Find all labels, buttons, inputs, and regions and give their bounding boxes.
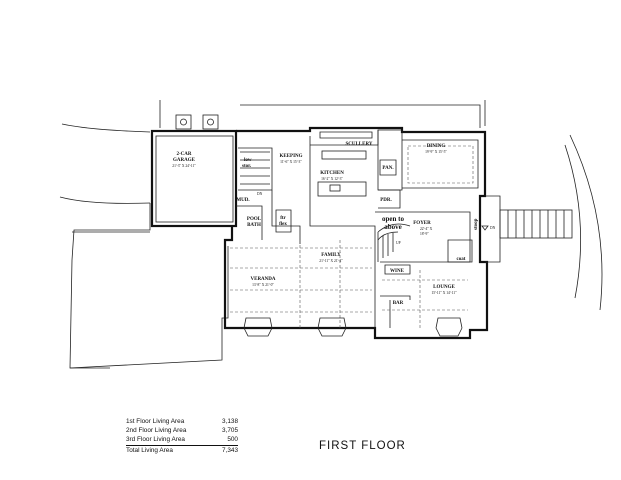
up-label: UP xyxy=(396,241,401,245)
area-row: 3rd Floor Living Area 500 xyxy=(126,435,238,444)
front-entry xyxy=(481,195,573,263)
kitchen-fixtures xyxy=(317,131,373,197)
coat-label: coat xyxy=(457,257,466,262)
area-total-value: 7,343 xyxy=(222,447,238,454)
kitchen-label: KITCHEN xyxy=(320,171,344,176)
bay-windows xyxy=(243,317,463,337)
veranda-label: VERANDA xyxy=(251,277,276,282)
keeping-dims: 11'-6" X 15'-3" xyxy=(280,160,302,164)
room-labels: low stor. KEEPING 11'-6" X 15'-3" SCULLE… xyxy=(236,142,495,306)
area-total-label: Total Living Area xyxy=(126,447,173,454)
pool-bath-label-1: POOL xyxy=(247,217,262,222)
family-label: FAMILY xyxy=(321,253,341,258)
area-total-row: Total Living Area 7,343 xyxy=(126,445,238,455)
floor-title: FIRST FLOOR xyxy=(319,440,406,452)
bar-label: BAR xyxy=(393,301,404,306)
living-area-table: 1st Floor Living Area 3,138 2nd Floor Li… xyxy=(126,417,238,455)
area-row: 1st Floor Living Area 3,138 xyxy=(126,417,238,426)
area-row-label: 3rd Floor Living Area xyxy=(126,436,185,443)
dn-left-label: DN xyxy=(257,192,263,196)
lounge-dims: 15'-11" X 14'-11" xyxy=(431,291,457,295)
low-storage-label-1: low xyxy=(244,158,252,163)
area-row-label: 1st Floor Living Area xyxy=(126,418,185,425)
lounge-label: LOUNGE xyxy=(433,285,455,290)
house-walls xyxy=(223,126,489,340)
foyer-dims-1: 22'-4" X xyxy=(420,227,433,231)
area-row-value: 3,705 xyxy=(222,427,238,434)
wine-label: WINE xyxy=(390,269,405,274)
ftr-flex-label-2: flex xyxy=(279,222,287,227)
site-lines xyxy=(59,100,603,369)
ftr-flex-label-1: ftr xyxy=(280,216,286,221)
family-dims: 21'-11" X 21'-2" xyxy=(319,259,343,263)
garage-dims: 21'-3" X 24'-11" xyxy=(172,164,196,168)
open-to-above-label-1: open to xyxy=(382,215,404,223)
curved-stair xyxy=(377,223,411,262)
dining-label: DINING xyxy=(427,144,446,149)
area-row-label: 2nd Floor Living Area xyxy=(126,427,187,434)
garage: 2-CAR GARAGE 21'-3" X 24'-11" xyxy=(150,114,238,228)
foyer-label: FOYER xyxy=(413,221,431,226)
scullery-label: SCULLERY xyxy=(345,142,372,147)
veranda-dims: 13'-8" X 21'-0" xyxy=(252,283,274,287)
keeping-label: KEEPING xyxy=(279,154,302,159)
dining-dims: 19'-9" X 15'-5" xyxy=(425,150,447,154)
pdr-label: PDR. xyxy=(380,198,392,203)
pool-bath-label-2: BATH xyxy=(247,223,261,228)
area-row-value: 3,138 xyxy=(222,418,238,425)
mud-label: MUD. xyxy=(236,198,250,203)
foyer-dims-2: 18'-9" xyxy=(420,232,429,236)
open-to-above-label-2: above xyxy=(384,223,402,231)
beams xyxy=(230,240,468,328)
garage-label-2: GARAGE xyxy=(173,158,196,163)
stoop-label: stoop xyxy=(474,218,479,230)
area-row: 2nd Floor Living Area 3,705 xyxy=(126,426,238,435)
low-storage-label-2: stor. xyxy=(242,164,252,169)
kitchen-dims: 16'-2" X 12'-3" xyxy=(321,177,343,181)
garage-label-1: 2-CAR xyxy=(177,152,192,157)
dn-right-label: DN xyxy=(490,226,496,230)
area-row-value: 500 xyxy=(227,436,238,443)
pan-label: PAN. xyxy=(382,166,394,171)
